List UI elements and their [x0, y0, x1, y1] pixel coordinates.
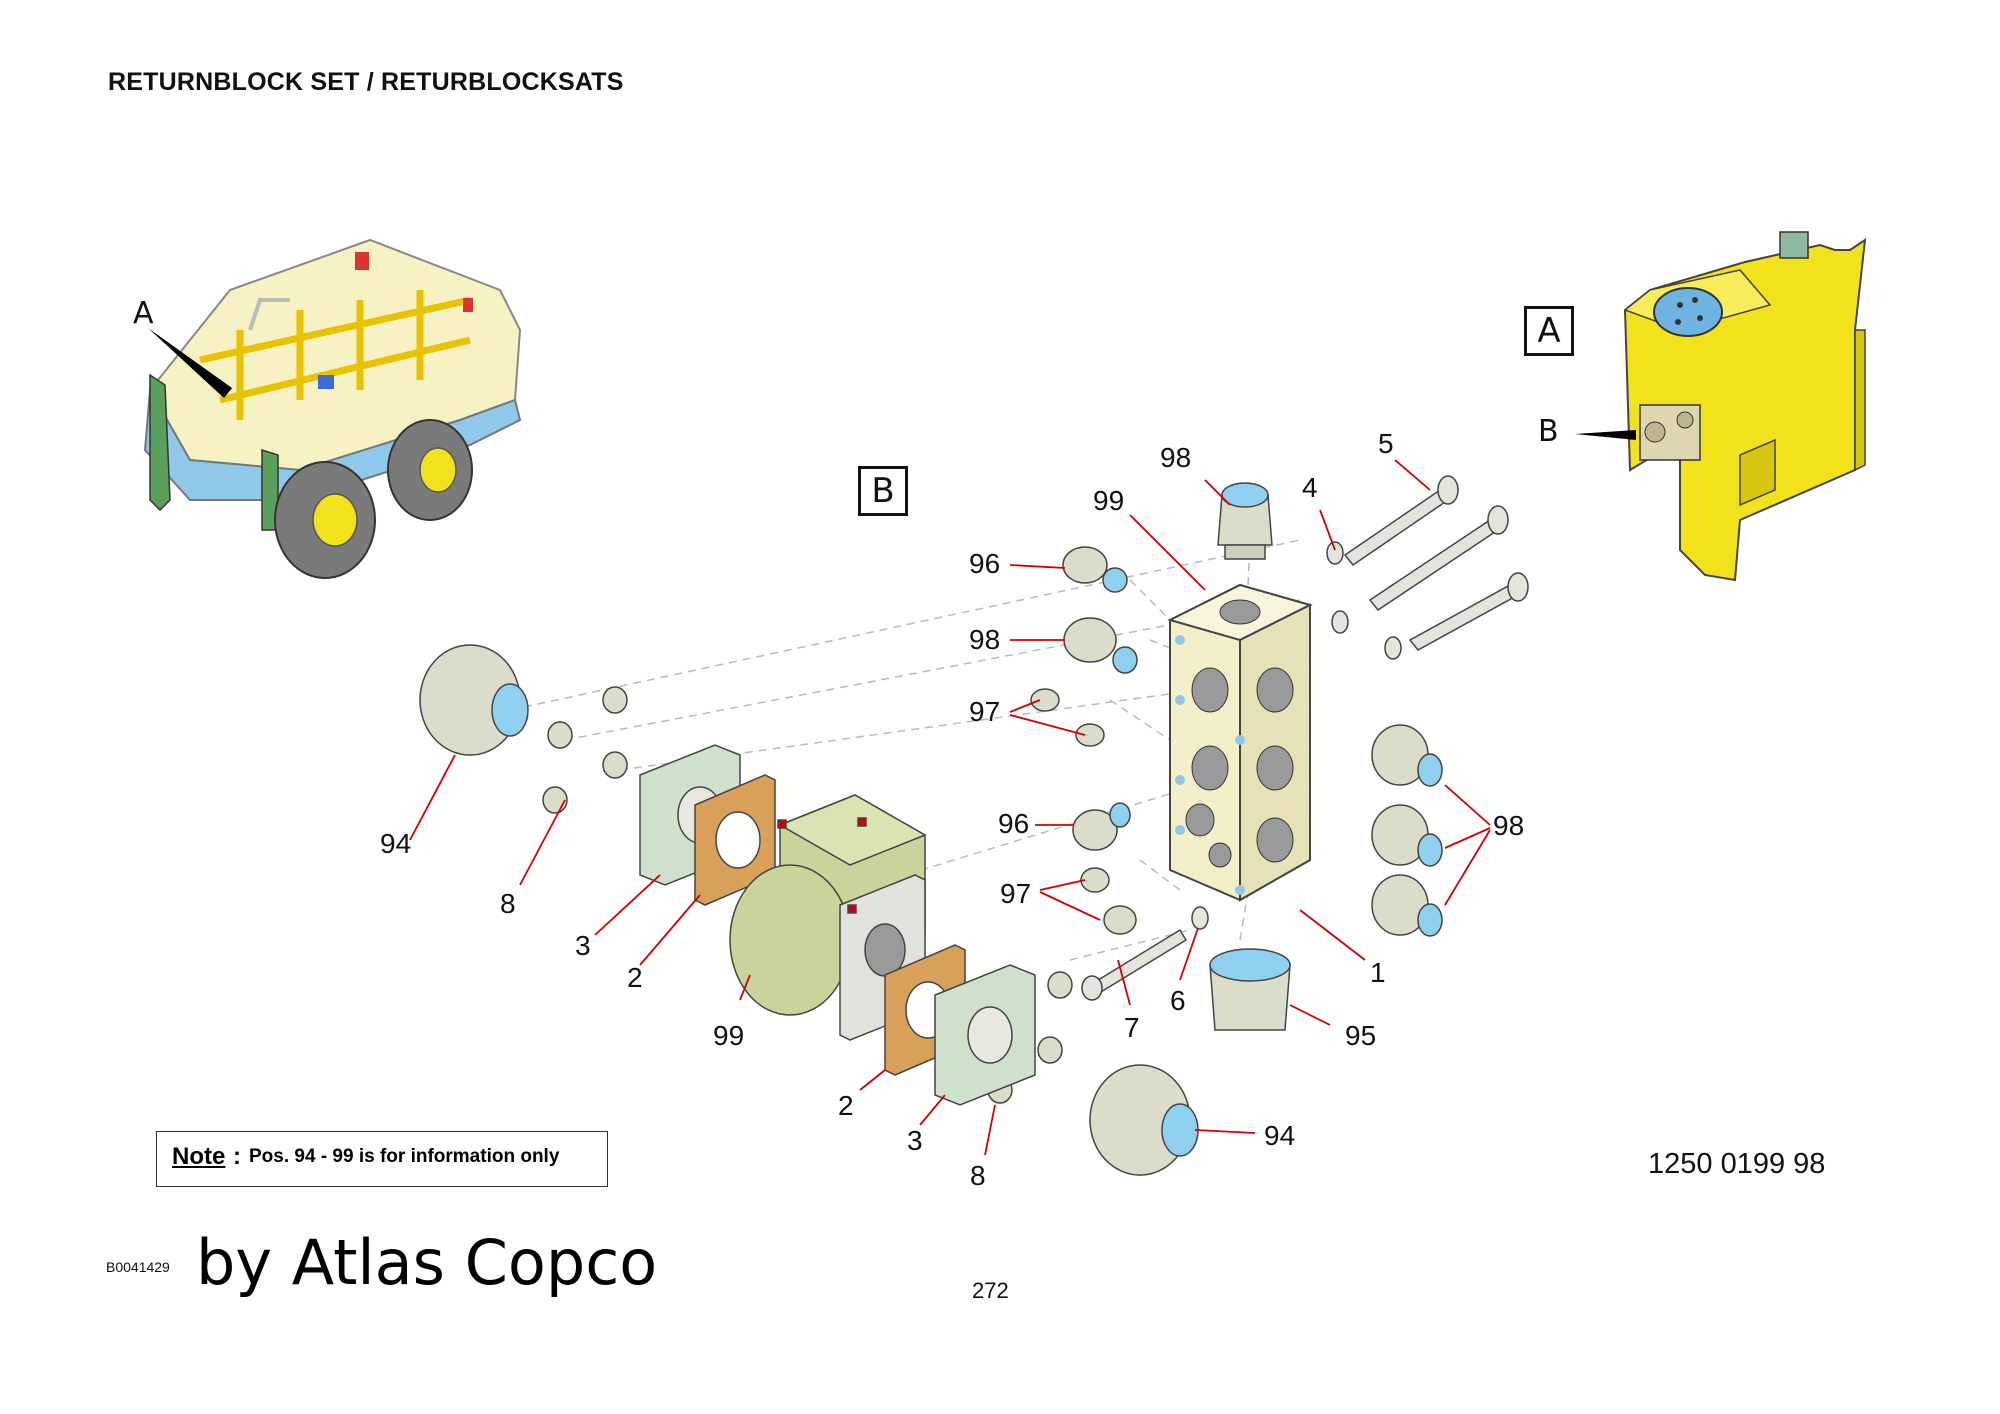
note-text: Pos. 94 - 99 is for information only	[249, 1146, 560, 1167]
callout-95: 95	[1345, 1020, 1377, 1051]
note-box: Note : Pos. 94 - 99 is for information o…	[156, 1131, 608, 1187]
fittings	[419, 482, 1443, 1176]
page-title: RETURNBLOCK SET / RETURBLOCKSATS	[108, 68, 624, 96]
callout-3-bottom: 3	[907, 1125, 923, 1156]
callout-2-bottom: 2	[838, 1090, 854, 1121]
part-number: 1250 0199 98	[1648, 1148, 1826, 1180]
callout-98-right: 98	[1493, 810, 1525, 841]
callout-96-b: 96	[998, 808, 1030, 839]
view-b-pointer-label: B	[1538, 414, 1559, 449]
callout-8-bottom: 8	[970, 1160, 986, 1191]
callout-97-a: 97	[969, 696, 1001, 727]
callout-96-a: 96	[969, 548, 1001, 579]
callout-98-a: 98	[969, 624, 1001, 655]
view-b-box-label: B	[858, 466, 908, 516]
callout-2-left: 2	[627, 962, 643, 993]
callout-5: 5	[1378, 428, 1394, 459]
callout-7: 7	[1124, 1012, 1140, 1043]
callout-6: 6	[1170, 985, 1186, 1016]
callout-97-b: 97	[1000, 878, 1032, 909]
callout-94-left: 94	[380, 828, 412, 859]
callout-1: 1	[1370, 957, 1386, 988]
flange-gasket-valve	[639, 744, 1036, 1106]
machine-overview-illustration	[143, 238, 522, 579]
note-label: Note	[172, 1143, 226, 1170]
callout-3-left: 3	[575, 930, 591, 961]
callout-94-bottom: 94	[1264, 1120, 1296, 1151]
callout-8-left: 8	[500, 888, 516, 919]
image-code: B0041429	[106, 1259, 170, 1275]
view-a-box-label: A	[1524, 306, 1574, 356]
callout-98-top: 98	[1160, 442, 1192, 473]
credit-text: by Atlas Copco	[196, 1226, 658, 1299]
valve-block-part-1	[1167, 583, 1313, 902]
callout-99-top: 99	[1093, 485, 1125, 516]
callout-4: 4	[1302, 472, 1318, 503]
callout-99-bottom: 99	[713, 1020, 745, 1051]
page-number: 272	[972, 1278, 1009, 1303]
view-a-pointer-label: A	[133, 296, 154, 331]
note-colon: :	[233, 1143, 241, 1170]
bolts-part-5	[1326, 475, 1529, 660]
callout-leaders	[409, 459, 1491, 1156]
tank-illustration	[1575, 231, 1867, 582]
